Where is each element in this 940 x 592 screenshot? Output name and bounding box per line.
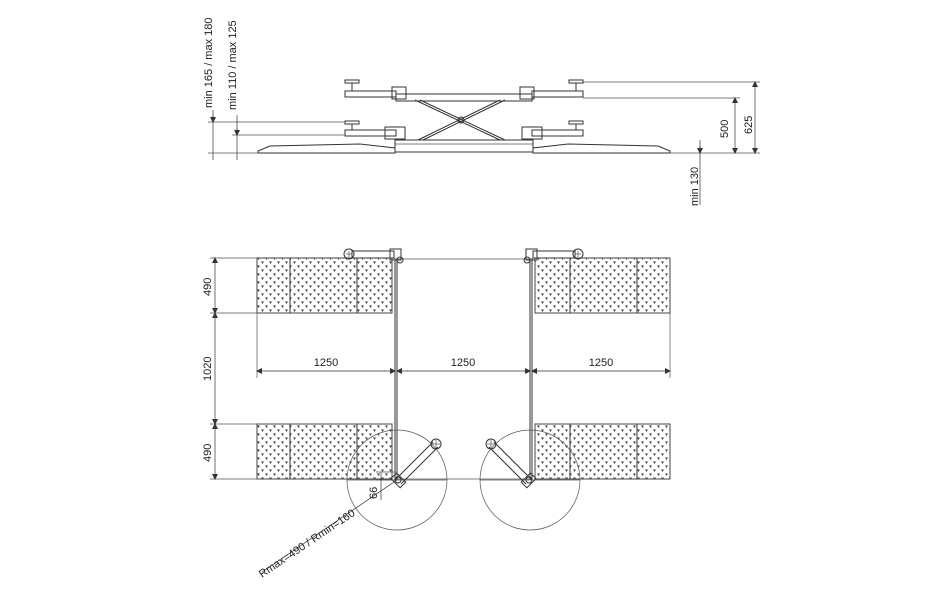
lift-platform [395, 93, 533, 102]
dim-1250-middle: 1250 [451, 357, 475, 369]
upper-arm-left [344, 79, 407, 100]
base-frame [394, 139, 534, 153]
top-view: 66 Rmax=490 / Rmin=160 490 1020 490 1250… [202, 248, 671, 580]
dim-1020: 1020 [202, 357, 214, 381]
dim-left-inner: min 110 / max 125 [227, 20, 239, 110]
lift-frame [394, 258, 533, 480]
pad-top-left [256, 257, 393, 314]
ramp-left [257, 143, 396, 154]
dim-500: 500 [719, 120, 731, 138]
dim-radius: Rmax=490 / Rmin=160 [257, 507, 357, 580]
dim-min-130: min 130 [689, 167, 701, 206]
pad-bottom-left [256, 423, 393, 480]
lower-arm-right [521, 120, 584, 140]
side-view: min 165 / max 180 min 110 / max 125 500 … [203, 18, 760, 206]
dim-66: 66 [368, 487, 380, 499]
pad-bottom-right [534, 423, 671, 480]
dim-left-outer: min 165 / max 180 [203, 18, 215, 109]
pad-top-right [534, 257, 671, 314]
dim-490-top: 490 [202, 278, 214, 296]
dim-490-bottom: 490 [202, 444, 214, 462]
arm-bottom-left [390, 438, 442, 489]
dim-625: 625 [743, 116, 755, 134]
arm-bottom-right [485, 438, 537, 489]
arm-top-left [343, 248, 404, 264]
scissor-mechanism [414, 99, 506, 141]
radius-leader [261, 479, 398, 573]
dim-1250-right: 1250 [589, 357, 613, 369]
dim-1250-left: 1250 [314, 357, 338, 369]
arm-top-right [523, 248, 584, 264]
upper-arm-right [519, 79, 584, 100]
lower-arm-left [344, 120, 406, 140]
ramp-right [532, 143, 671, 154]
